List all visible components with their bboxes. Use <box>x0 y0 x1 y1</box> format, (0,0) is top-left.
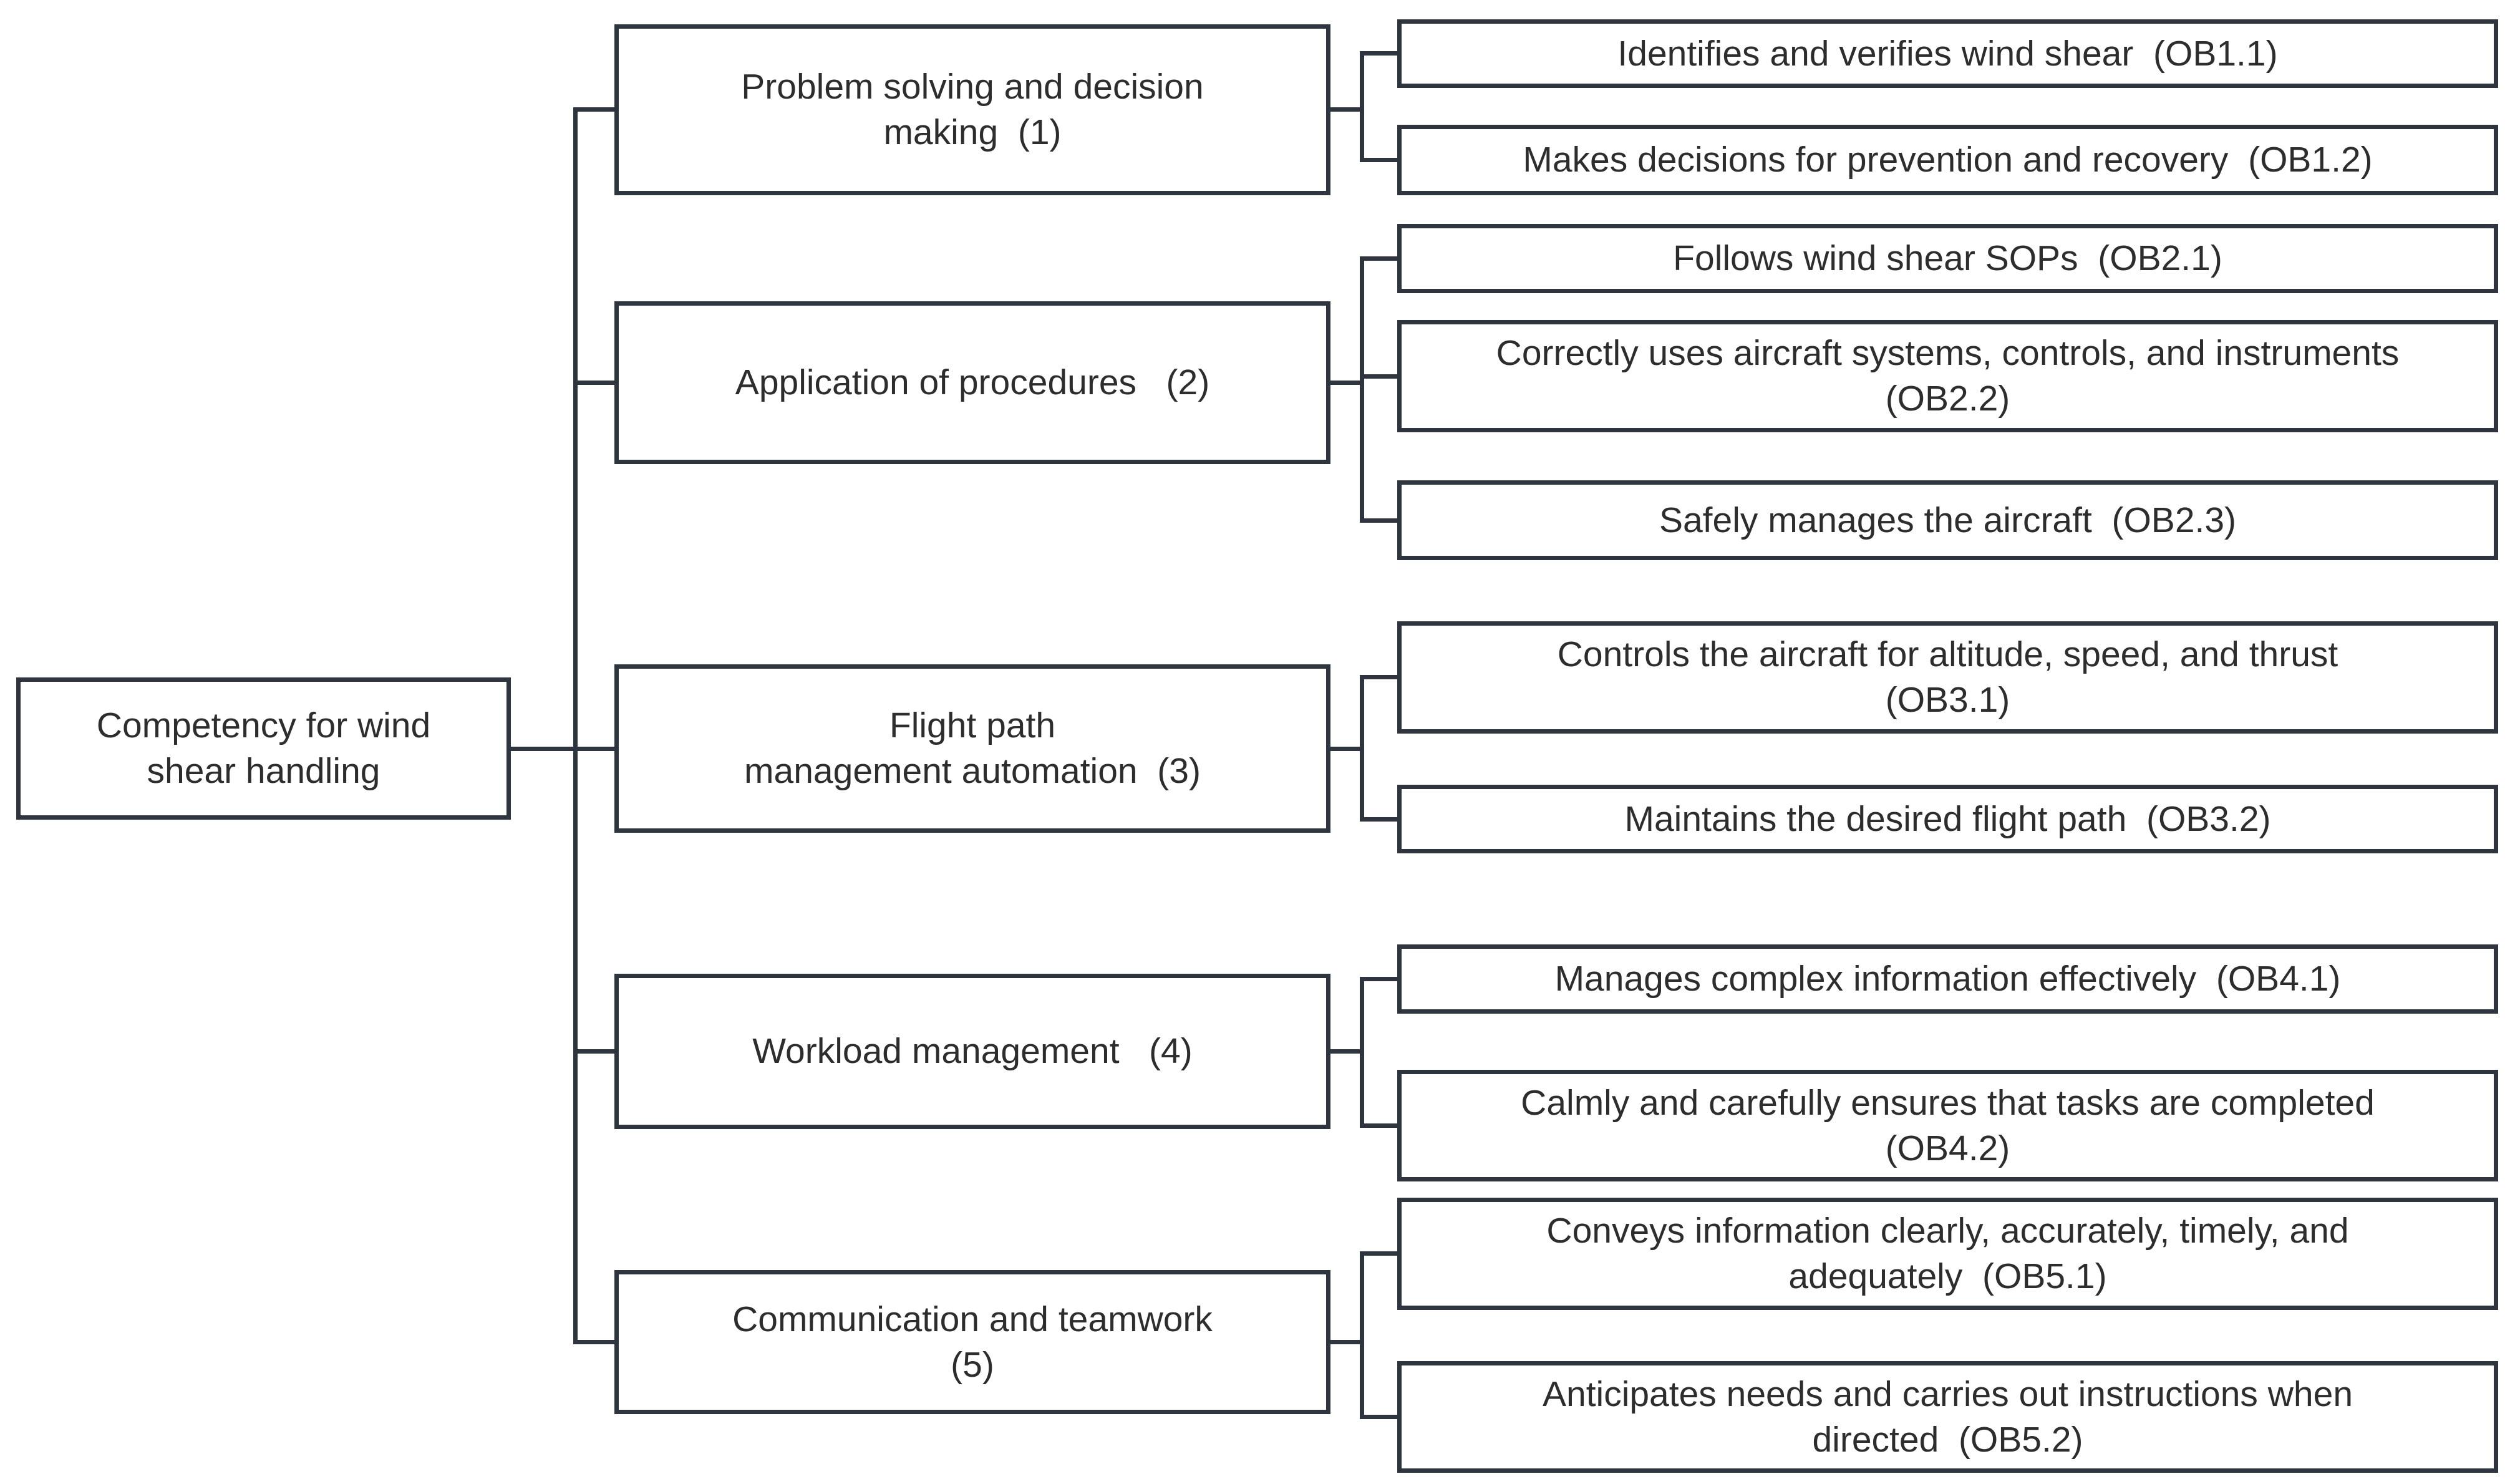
connector-trunk-group-1 <box>1360 51 1364 162</box>
connector-out-competency-5 <box>1330 1340 1364 1344</box>
competency-node-1: Problem solving and decision making (1) <box>614 24 1330 195</box>
connector-stub-competency-2 <box>573 381 614 385</box>
behavior-node-ob2-3: Safely manages the aircraft (OB2.3) <box>1397 480 2498 560</box>
connector-out-competency-3 <box>1330 747 1364 751</box>
connector-root-horizontal-line <box>510 747 614 751</box>
competency-node-5: Communication and teamwork (5) <box>614 1270 1330 1414</box>
connector-trunk-group-2 <box>1360 256 1364 523</box>
connector-out-competency-1 <box>1330 107 1364 112</box>
connector-trunk-group-3 <box>1360 675 1364 822</box>
connector-stub-competency-1 <box>573 107 614 112</box>
connector-stub-ob3-1 <box>1360 675 1397 679</box>
behavior-node-ob5-2: Anticipates needs and carries out instru… <box>1397 1361 2498 1473</box>
behavior-node-ob2-1: Follows wind shear SOPs (OB2.1) <box>1397 224 2498 293</box>
behavior-node-ob4-2: Calmly and carefully ensures that tasks … <box>1397 1070 2498 1181</box>
behavior-node-ob5-1: Conveys information clearly, accurately,… <box>1397 1198 2498 1310</box>
connector-stub-competency-5 <box>573 1340 614 1344</box>
connector-out-competency-2 <box>1330 381 1364 385</box>
connector-stub-ob5-1 <box>1360 1251 1397 1256</box>
connector-stub-ob5-2 <box>1360 1415 1397 1419</box>
connector-stub-ob2-2 <box>1360 374 1397 379</box>
behavior-node-ob4-1: Manages complex information effectively … <box>1397 944 2498 1014</box>
connector-stub-ob2-1 <box>1360 256 1397 261</box>
behavior-node-ob3-1: Controls the aircraft for altitude, spee… <box>1397 621 2498 734</box>
root-node-competency: Competency for wind shear handling <box>16 677 511 820</box>
competency-node-3: Flight path management automation (3) <box>614 664 1330 833</box>
behavior-node-ob1-2: Makes decisions for prevention and recov… <box>1397 125 2498 195</box>
connector-stub-ob4-2 <box>1360 1123 1397 1128</box>
competency-node-4: Workload management (4) <box>614 974 1330 1129</box>
connector-stub-ob2-3 <box>1360 518 1397 523</box>
connector-stub-ob1-1 <box>1360 51 1397 56</box>
connector-stub-ob3-2 <box>1360 817 1397 822</box>
connector-stub-ob4-1 <box>1360 977 1397 981</box>
behavior-node-ob1-1: Identifies and verifies wind shear (OB1.… <box>1397 19 2498 88</box>
connector-stub-competency-4 <box>573 1049 614 1054</box>
connector-trunk-group-5 <box>1360 1251 1364 1419</box>
connector-stub-ob1-2 <box>1360 158 1397 162</box>
connector-out-competency-4 <box>1330 1049 1364 1054</box>
behavior-node-ob2-2: Correctly uses aircraft systems, control… <box>1397 320 2498 432</box>
behavior-node-ob3-2: Maintains the desired flight path (OB3.2… <box>1397 785 2498 853</box>
competency-node-2: Application of procedures (2) <box>614 301 1330 464</box>
connector-main-trunk-line <box>573 107 578 1344</box>
connector-trunk-group-4 <box>1360 977 1364 1128</box>
